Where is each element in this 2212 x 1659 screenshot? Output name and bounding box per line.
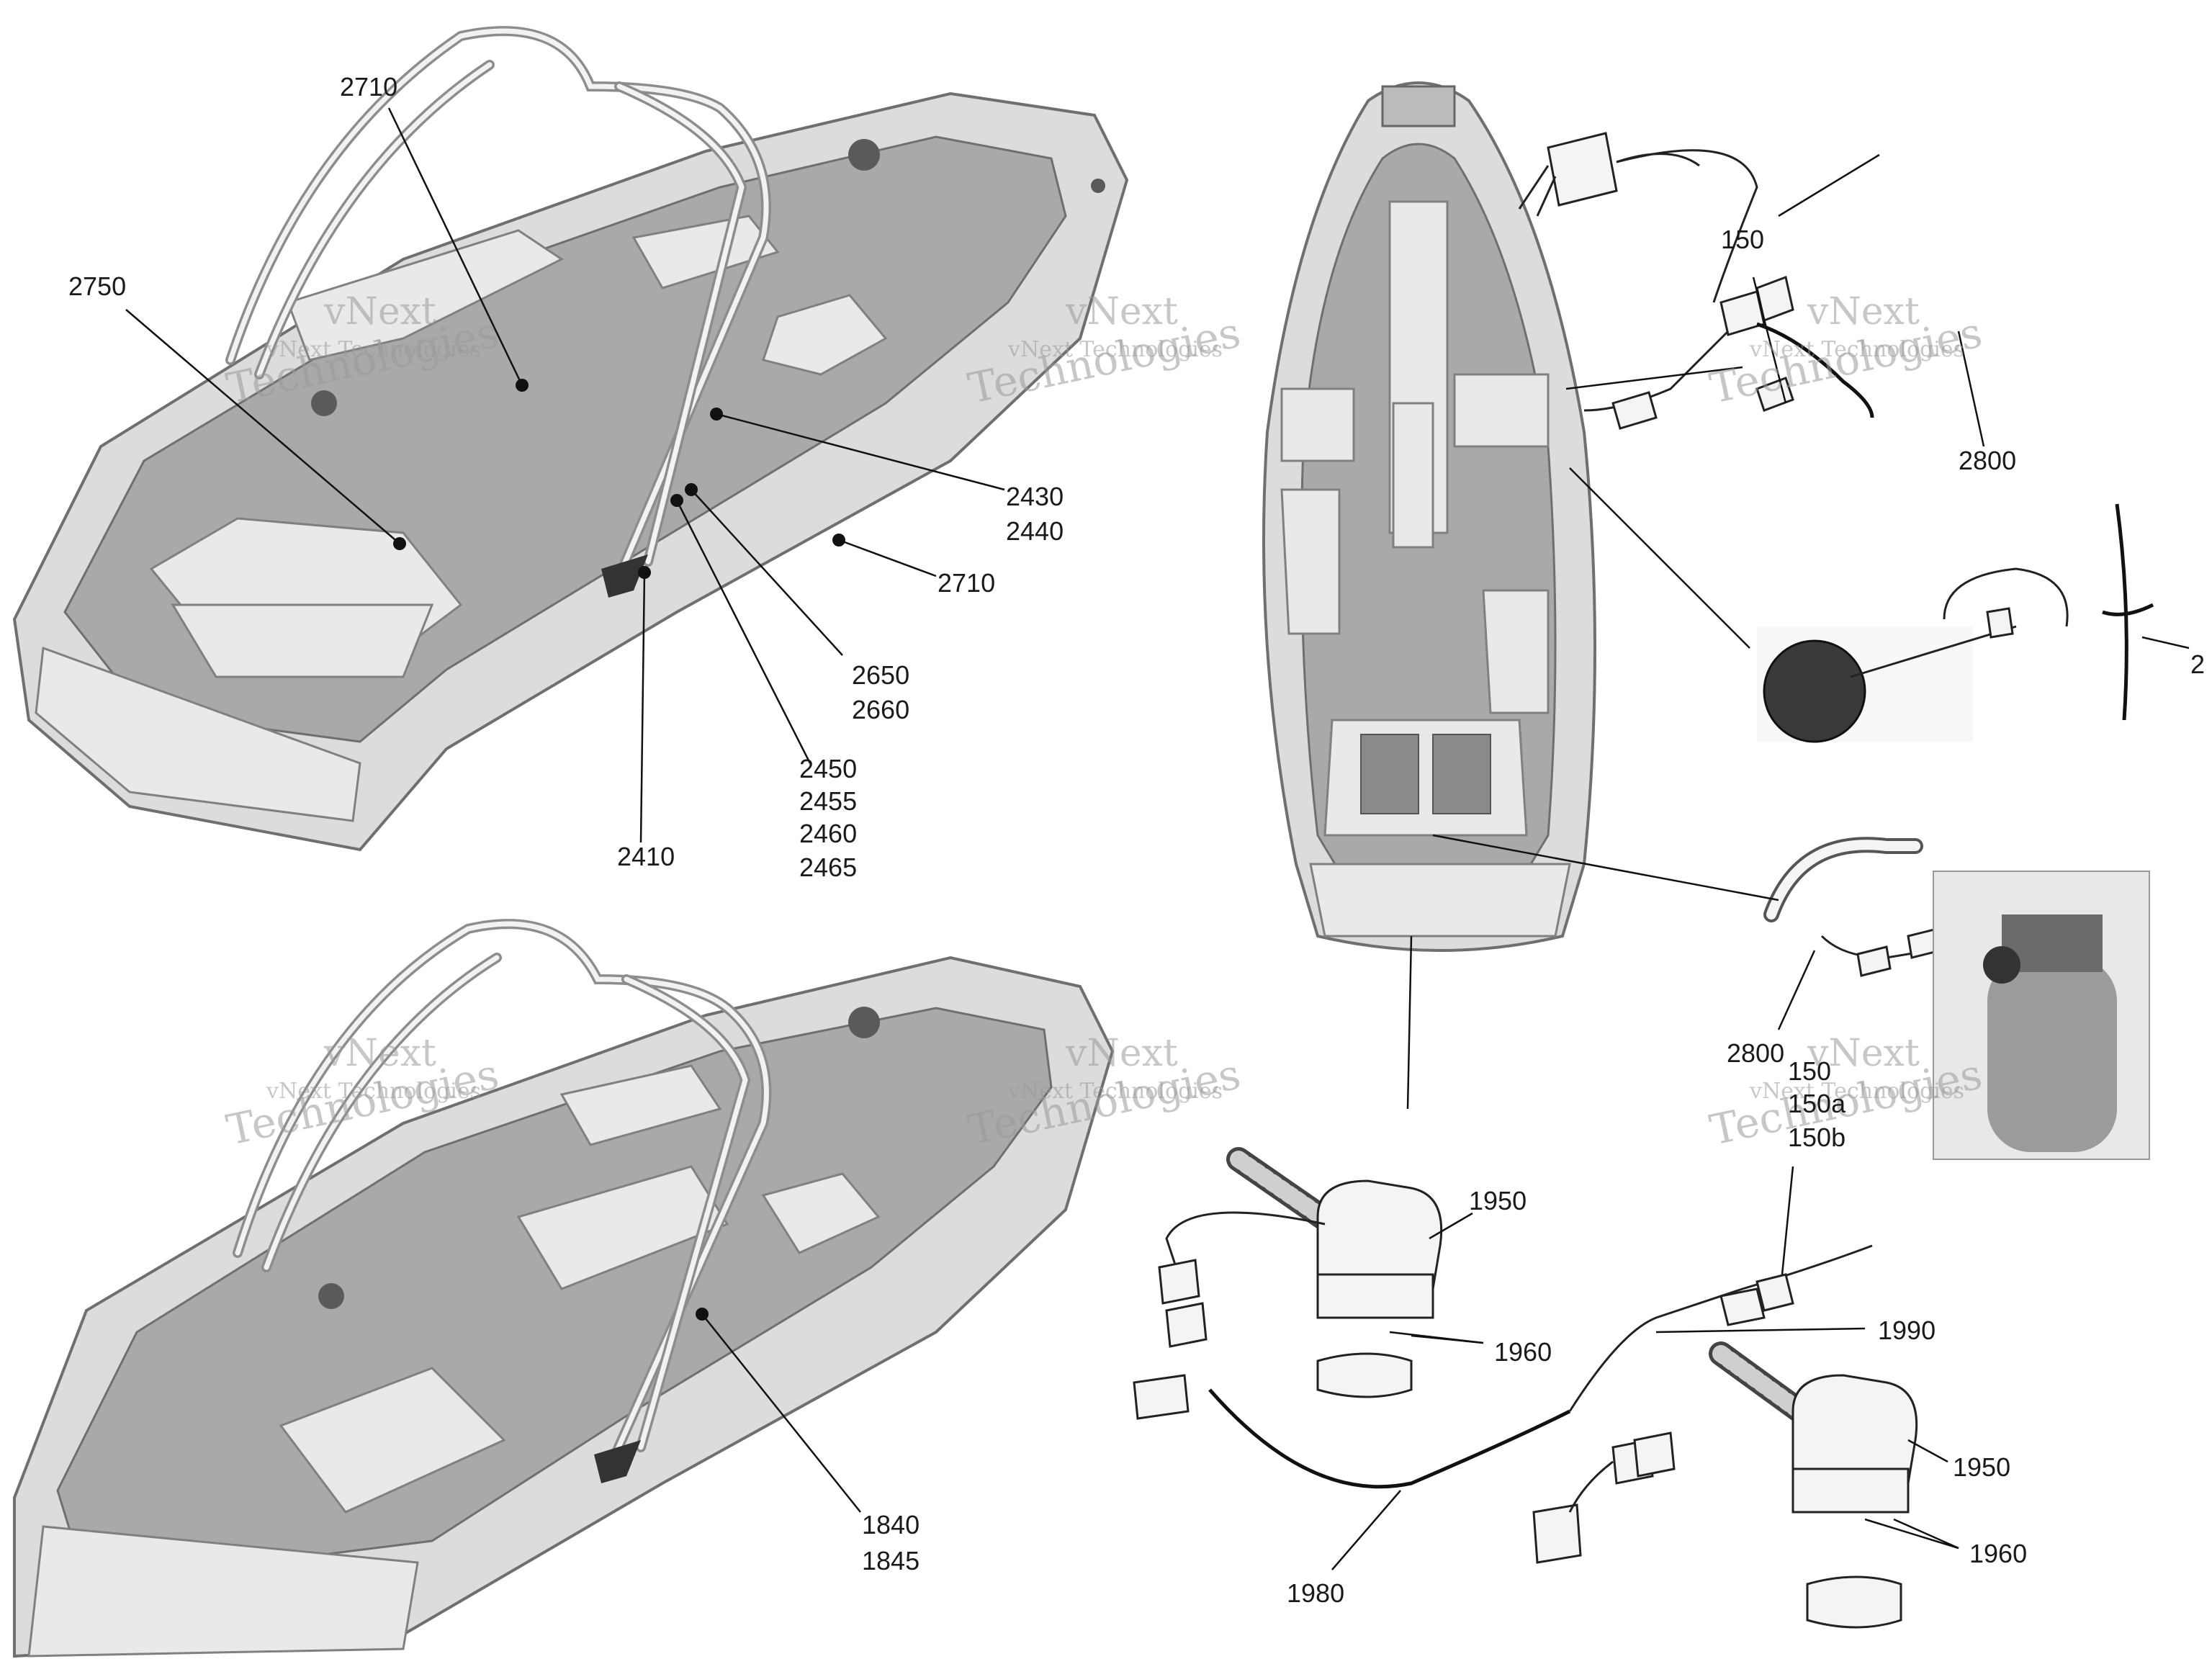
callout-2800-hose: 2800: [1727, 1038, 1784, 1068]
watermark-text: vNext Technologies: [1749, 1079, 1964, 1104]
callout-1990: 1990: [1878, 1316, 1936, 1345]
callout-150: 150: [1721, 225, 1764, 254]
watermark-text: vNext Technologies: [1007, 1079, 1223, 1104]
callout-2650: 2650: [852, 660, 909, 690]
callout-1960-right: 1960: [1969, 1539, 2027, 1568]
watermark-text: vNext Technologies: [1007, 337, 1223, 362]
watermark-text: vNext: [1807, 290, 1920, 333]
sensor-disc: [1757, 503, 2154, 743]
callout-1845: 1845: [862, 1546, 920, 1575]
callout-2800: 2800: [1959, 446, 2016, 475]
watermark-text: vNext Technologies: [266, 1079, 481, 1104]
extinguisher-photo: [1933, 871, 2150, 1160]
callout-150-lower: 150: [1788, 1056, 1831, 1086]
pointer-arrows: [1406, 366, 1779, 1110]
bilge-pump-left: [1165, 1147, 1443, 1398]
callout-1980: 1980: [1287, 1578, 1344, 1608]
hose: [1763, 837, 1942, 977]
harness-upper: [1583, 275, 1874, 430]
watermark-text: vNext: [323, 1032, 436, 1075]
callout-2455: 2455: [799, 786, 857, 816]
harness-lower: [1133, 1244, 1873, 1564]
terminal-block: [1518, 132, 1758, 303]
callout-2460: 2460: [799, 819, 857, 848]
callout-2440: 2440: [1006, 516, 1064, 546]
callout-150b: 150b: [1788, 1123, 1845, 1152]
callout-2710: 2710: [340, 72, 397, 102]
watermark-text: vNext: [1065, 290, 1178, 333]
callout-2430: 2430: [1006, 482, 1064, 511]
callout-1950-right: 1950: [1953, 1452, 2010, 1482]
callout-150a: 150a: [1788, 1089, 1846, 1118]
boat-top-view: [1262, 81, 1596, 952]
watermark-text: vNext: [1807, 1032, 1920, 1075]
boat-top-left: [12, 26, 1129, 852]
watermark-text: vNext Technologies: [1749, 337, 1964, 362]
callout-2750: 2750: [68, 271, 126, 301]
callout-2465: 2465: [799, 853, 857, 882]
watermark-text: vNext: [323, 290, 436, 333]
callout-1840: 1840: [862, 1510, 920, 1539]
leader-lines: [125, 107, 2190, 1570]
bilge-pump-right: [1709, 1341, 1918, 1629]
callout-2710-side: 2710: [938, 568, 995, 598]
callout-2660: 2660: [852, 695, 909, 724]
boat-bottom-left: [13, 919, 1115, 1658]
callout-1960: 1960: [1494, 1337, 1552, 1367]
callout-2-partial: 2: [2190, 649, 2205, 679]
callout-2450: 2450: [799, 754, 857, 783]
callout-2410: 2410: [617, 842, 675, 871]
callout-1950: 1950: [1469, 1186, 1527, 1215]
watermark-text: vNext Technologies: [266, 337, 481, 362]
callout-labels: 2710 2750 2430 2440 2710 2650 2660 2450 …: [68, 72, 2205, 1608]
watermark-text: vNext: [1065, 1032, 1178, 1075]
